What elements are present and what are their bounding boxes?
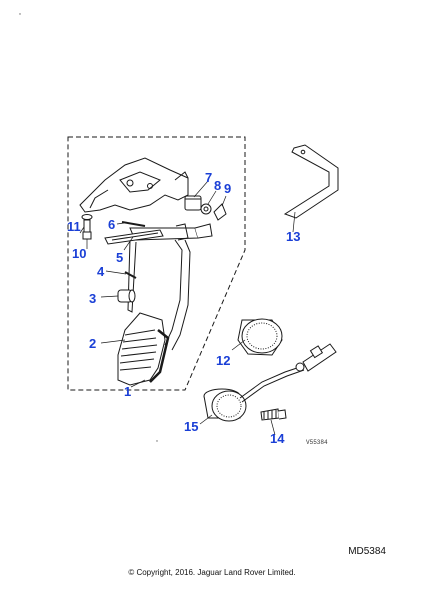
clip-9: [213, 203, 227, 221]
pedal-pad-2: [117, 312, 170, 386]
pedal-bracket: [79, 157, 189, 213]
stop-screw-4: [124, 271, 137, 279]
sheet-code: MD5384: [348, 546, 386, 557]
callout-12[interactable]: 12: [216, 353, 230, 368]
sensor-12: [237, 318, 283, 356]
callout-4[interactable]: 4: [97, 264, 105, 279]
callout-14[interactable]: 14: [270, 431, 285, 446]
callout-9[interactable]: 9: [224, 181, 231, 196]
callout-7[interactable]: 7: [205, 170, 212, 185]
assembly-boundary: [67, 136, 246, 391]
callout-5[interactable]: 5: [116, 250, 123, 265]
callout-3[interactable]: 3: [89, 291, 96, 306]
speck: [156, 440, 158, 442]
bracket-13: [283, 144, 339, 219]
callout-2[interactable]: 2: [89, 336, 96, 351]
washer-8: [200, 203, 212, 215]
screw-14: [260, 408, 287, 421]
stop-bush-3: [117, 289, 136, 303]
callout-15[interactable]: 15: [184, 419, 198, 434]
callout-1[interactable]: 1: [124, 384, 131, 399]
pivot-bush-7: [184, 195, 202, 211]
illustration-ref: V55384: [306, 439, 328, 446]
callout-11[interactable]: 11: [67, 219, 81, 234]
return-spring: [104, 229, 164, 245]
bolt-10: [81, 214, 93, 240]
speck: [19, 13, 21, 15]
wiring-harness: [239, 343, 337, 403]
callout-6[interactable]: 6: [108, 217, 115, 232]
callout-10[interactable]: 10: [72, 246, 86, 261]
callout-13[interactable]: 13: [286, 229, 300, 244]
sensor-15: [203, 388, 247, 422]
copyright-notice: © Copyright, 2016. Jaguar Land Rover Lim…: [128, 568, 296, 577]
leader-lines: [79, 180, 296, 436]
callout-8[interactable]: 8: [214, 178, 221, 193]
pin-6: [121, 221, 146, 227]
